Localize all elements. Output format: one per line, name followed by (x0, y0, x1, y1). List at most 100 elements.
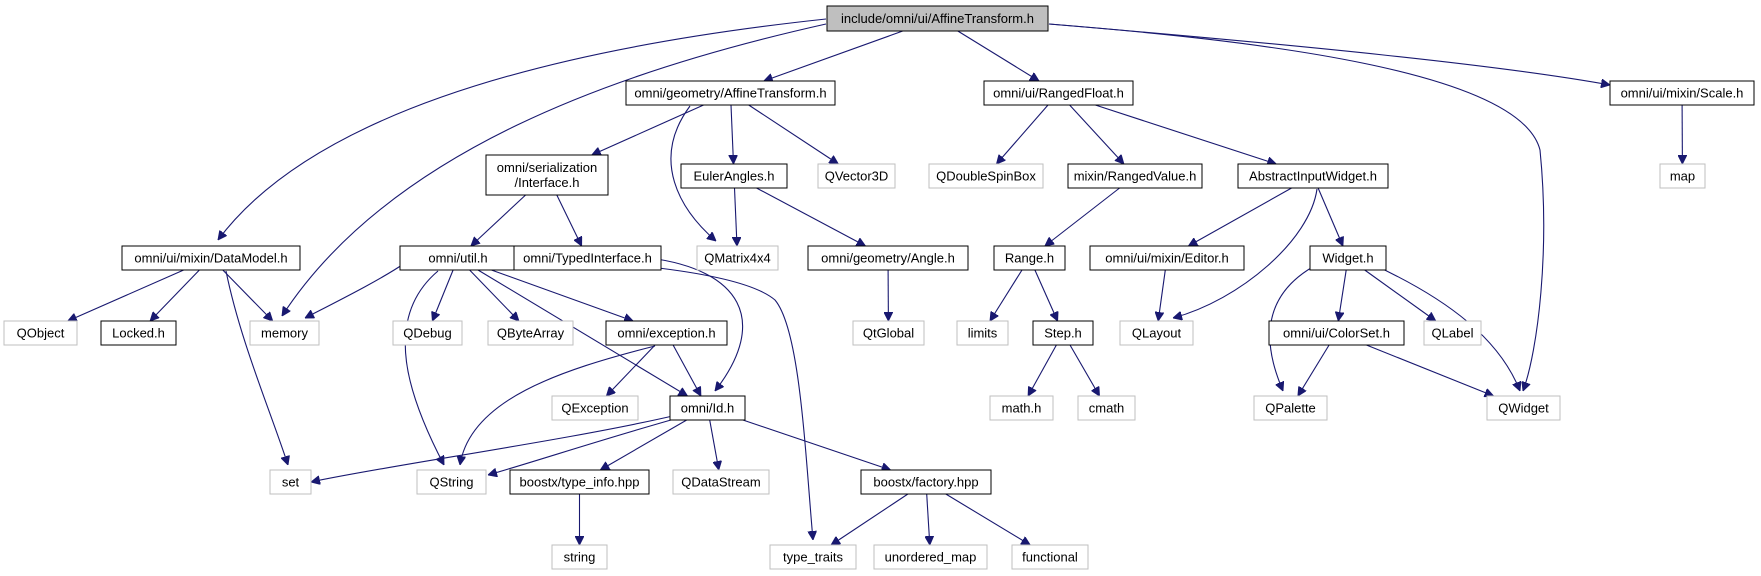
node-qdoublespinbox: QDoubleSpinBox (928, 163, 1044, 189)
node-qexception: QException (551, 395, 639, 421)
node-locked[interactable]: Locked.h (100, 320, 177, 346)
edge-util-to-qdebug (432, 269, 454, 321)
node-memory: memory (249, 320, 320, 346)
node-label-qdatastream: QDataStream (681, 475, 760, 490)
node-box-step (1032, 320, 1094, 346)
node-euler[interactable]: EulerAngles.h (680, 163, 788, 189)
node-box-qdatastream (672, 469, 770, 495)
node-factory[interactable]: boostx/factory.hpp (860, 469, 992, 495)
node-box-qdebug (392, 320, 463, 346)
node-qobject: QObject (3, 320, 78, 346)
node-scale[interactable]: omni/ui/mixin/Scale.h (1609, 80, 1755, 106)
edge-id-to-typeinfo (600, 419, 687, 470)
edge-colorset-to-qwidget (1366, 344, 1493, 396)
node-label-editor: omni/ui/mixin/Editor.h (1105, 251, 1229, 266)
node-box-set (269, 469, 312, 495)
node-qpalette: QPalette (1253, 395, 1328, 421)
node-qlayout: QLayout (1119, 320, 1194, 346)
node-label-range: Range.h (1005, 251, 1054, 266)
node-label-limits: limits (968, 326, 998, 341)
node-label-qobject: QObject (17, 326, 65, 341)
node-label-qstring: QString (429, 475, 473, 490)
node-editor[interactable]: omni/ui/mixin/Editor.h (1089, 245, 1245, 271)
node-id[interactable]: omni/Id.h (669, 395, 746, 421)
node-qstring: QString (416, 469, 487, 495)
edge-serialization-to-util (471, 194, 526, 246)
node-abstractinput[interactable]: AbstractInputWidget.h (1237, 163, 1389, 189)
node-range[interactable]: Range.h (993, 245, 1066, 271)
node-label-abstractinput: AbstractInputWidget.h (1249, 169, 1377, 184)
node-label-qlabel: QLabel (1432, 326, 1474, 341)
node-exception[interactable]: omni/exception.h (605, 320, 728, 346)
node-root[interactable]: include/omni/ui/AffineTransform.h (826, 5, 1049, 32)
node-box-qlabel (1423, 320, 1482, 346)
node-label-serialization: omni/serialization (497, 160, 597, 175)
edge-exception-to-id (672, 344, 702, 396)
node-box-limits (956, 320, 1009, 346)
node-label-typeinfo: boostx/type_info.hpp (520, 475, 640, 490)
node-box-datamodel (121, 245, 301, 271)
node-mathh: math.h (989, 395, 1054, 421)
node-label-util: omni/util.h (428, 251, 487, 266)
node-label-qwidget: QWidget (1498, 401, 1549, 416)
node-util[interactable]: omni/util.h (399, 245, 517, 271)
node-widget[interactable]: Widget.h (1309, 245, 1387, 271)
node-label-rangedvalue: mixin/RangedValue.h (1074, 169, 1197, 184)
node-rangedvalue[interactable]: mixin/RangedValue.h (1067, 163, 1203, 189)
node-colorset[interactable]: omni/ui/ColorSet.h (1268, 320, 1405, 346)
edge-step-to-mathh (1028, 344, 1057, 396)
edge-exception-to-qexception (606, 344, 656, 396)
node-label-qexception: QException (561, 401, 628, 416)
edge-root-to-qwidget (1048, 23, 1545, 391)
node-label-colorset: omni/ui/ColorSet.h (1283, 326, 1390, 341)
node-geomaffine[interactable]: omni/geometry/AffineTransform.h (625, 80, 836, 106)
edge-id-to-qdatastream (709, 419, 719, 470)
edge-util-to-memory (305, 262, 406, 319)
edge-util-to-typetraits (504, 257, 813, 540)
node-label-typedinterface: omni/TypedInterface.h (523, 251, 652, 266)
node-map: map (1659, 163, 1706, 189)
edge-geomaffine-to-serialization (592, 104, 704, 155)
node-box-locked (100, 320, 177, 346)
node-box-qwidget (1486, 395, 1561, 421)
node-qmatrix4x4: QMatrix4x4 (696, 245, 779, 271)
edges-layer (68, 18, 1683, 545)
node-box-memory (249, 320, 320, 346)
node-box-cmath (1077, 395, 1136, 421)
node-limits: limits (956, 320, 1009, 346)
node-box-typedinterface (513, 245, 662, 271)
node-label-qtglobal: QtGlobal (863, 326, 914, 341)
edge-util-to-qstring (404, 270, 445, 465)
edge-abstractinput-to-widget (1317, 187, 1343, 246)
edge-id-to-factory (742, 419, 891, 470)
edge-root-to-rangedfloat (957, 30, 1039, 81)
node-box-exception (605, 320, 728, 346)
node-typedinterface[interactable]: omni/TypedInterface.h (513, 245, 662, 271)
node-serialization[interactable]: omni/serialization/Interface.h (485, 154, 609, 196)
node-label-step: Step.h (1044, 326, 1082, 341)
edge-euler-to-angle (756, 187, 866, 247)
node-rangedfloat[interactable]: omni/ui/RangedFloat.h (983, 80, 1134, 106)
node-box-qbytearray (487, 320, 574, 346)
edge-id-to-qstring (488, 417, 679, 475)
node-label-root: include/omni/ui/AffineTransform.h (841, 11, 1034, 26)
node-box-rangedvalue (1067, 163, 1203, 189)
node-step[interactable]: Step.h (1032, 320, 1094, 346)
node-box-qstring (416, 469, 487, 495)
edge-abstractinput-to-qlayout (1173, 188, 1318, 318)
edge-root-to-geomaffine (764, 30, 903, 81)
node-label-locked: Locked.h (112, 326, 165, 341)
edge-datamodel-to-memory (222, 269, 273, 321)
node-typeinfo[interactable]: boostx/type_info.hpp (509, 469, 650, 495)
node-box-qdoublespinbox (928, 163, 1044, 189)
node-label-rangedfloat: omni/ui/RangedFloat.h (993, 86, 1124, 101)
edge-factory-to-unorderedmap (927, 493, 930, 545)
node-label-qpalette: QPalette (1265, 401, 1316, 416)
node-datamodel[interactable]: omni/ui/mixin/DataModel.h (121, 245, 301, 271)
edge-root-to-scale (1048, 23, 1610, 85)
edge-id-to-set (311, 414, 678, 482)
edge-range-to-step (1034, 269, 1058, 321)
node-label-factory: boostx/factory.hpp (873, 475, 978, 490)
node-box-id (669, 395, 746, 421)
node-angle[interactable]: omni/geometry/Angle.h (807, 245, 969, 271)
